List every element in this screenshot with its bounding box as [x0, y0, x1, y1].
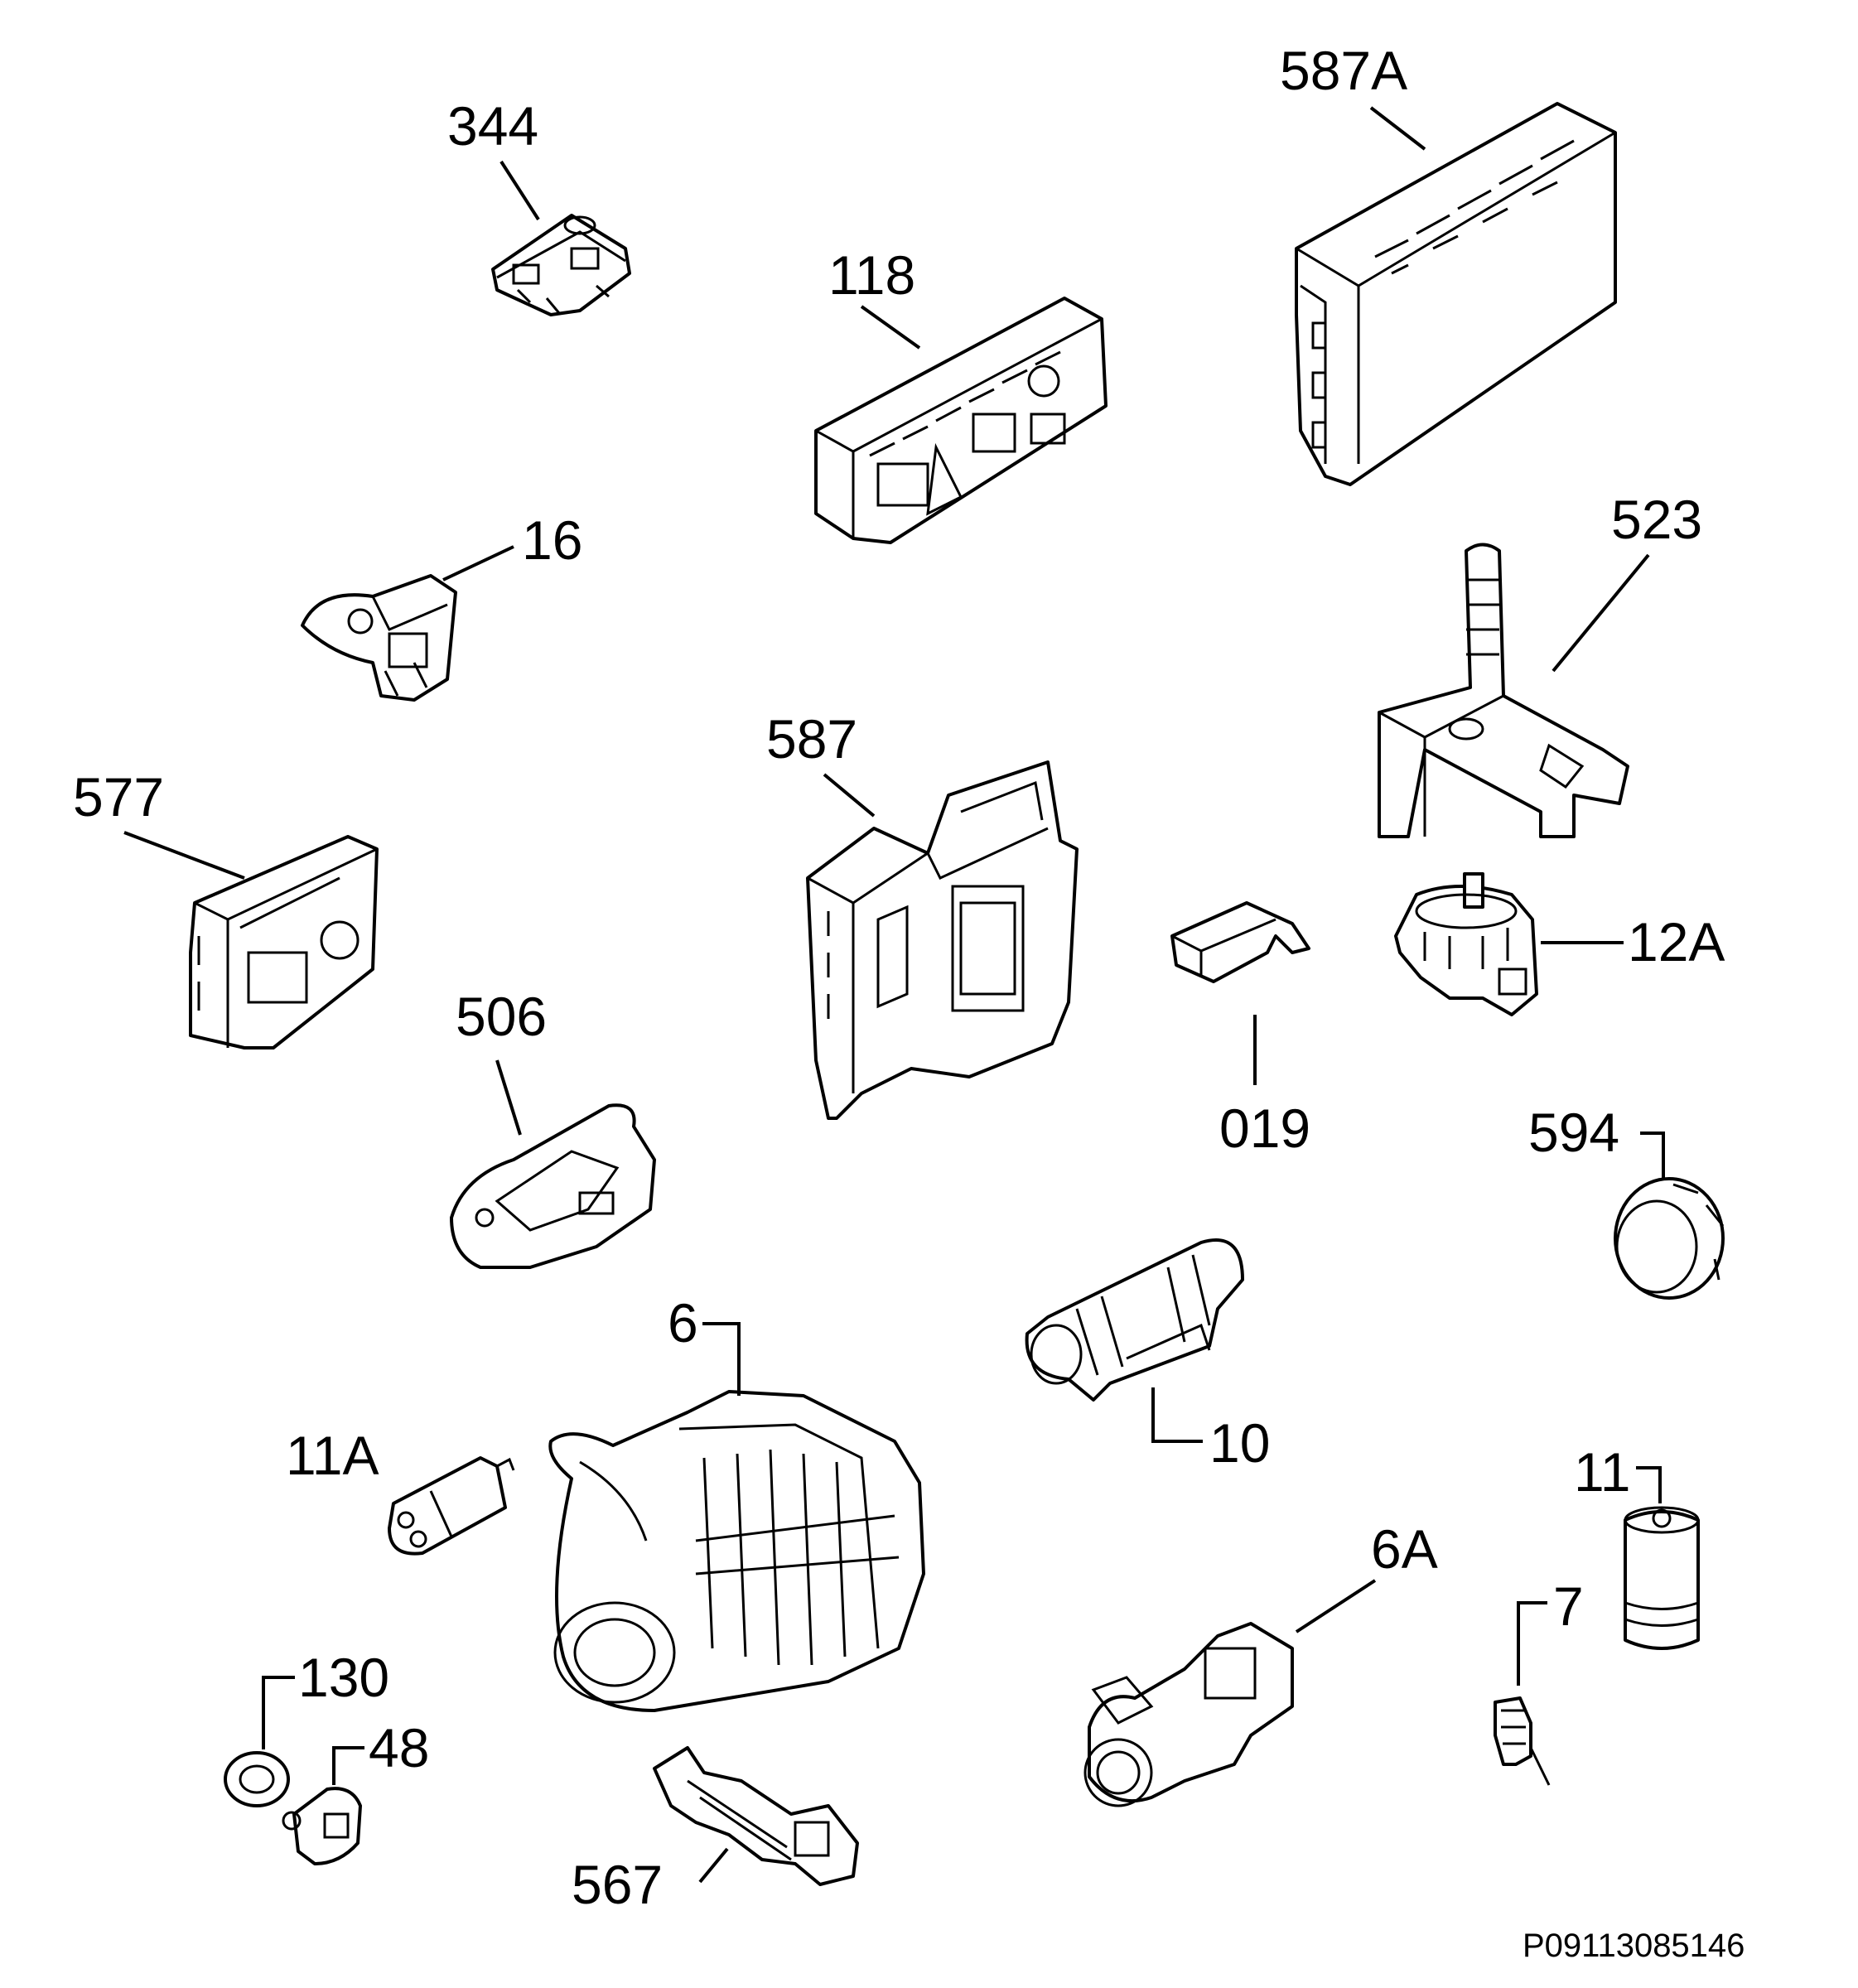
- label-523: 523: [1611, 489, 1702, 550]
- leader-48: [332, 1746, 364, 1785]
- leader-344: [499, 160, 540, 221]
- label-587A: 587A: [1280, 40, 1407, 101]
- leader-594: [1640, 1132, 1665, 1180]
- leader-567: [698, 1847, 729, 1884]
- part-48-plug[interactable]: [282, 1787, 362, 1865]
- label-48: 48: [369, 1717, 429, 1778]
- label-577: 577: [73, 766, 164, 828]
- label-118: 118: [828, 244, 915, 306]
- label-10: 10: [1209, 1412, 1270, 1474]
- label-16: 16: [522, 509, 582, 571]
- leader-10: [1151, 1387, 1203, 1443]
- leader-130: [262, 1676, 295, 1749]
- part-130-gasket[interactable]: [224, 1751, 290, 1807]
- label-11A: 11A: [286, 1425, 379, 1486]
- part-577-relay-module[interactable]: [189, 835, 379, 1049]
- part-587A-electronic-module[interactable]: [1295, 102, 1617, 486]
- label-6A: 6A: [1371, 1518, 1438, 1580]
- part-16-door-lock[interactable]: [301, 574, 457, 702]
- part-12A-pressure-switch[interactable]: [1394, 872, 1538, 1016]
- leader-118: [860, 305, 921, 350]
- label-6: 6: [668, 1292, 698, 1353]
- part-11-capacitor[interactable]: [1624, 1506, 1700, 1650]
- leader-7: [1517, 1601, 1547, 1686]
- part-6-circulation-pump[interactable]: [548, 1390, 925, 1712]
- label-7: 7: [1553, 1575, 1584, 1637]
- leader-6: [702, 1322, 741, 1396]
- leader-16: [442, 545, 514, 581]
- leader-523: [1552, 553, 1650, 673]
- label-12A: 12A: [1628, 911, 1725, 972]
- label-567: 567: [572, 1854, 663, 1915]
- part-10-heater[interactable]: [1025, 1238, 1244, 1402]
- part-344-switch[interactable]: [491, 214, 631, 316]
- label-344: 344: [447, 95, 538, 157]
- part-567-connector[interactable]: [653, 1746, 859, 1886]
- label-11: 11: [1574, 1441, 1631, 1503]
- leader-506: [495, 1059, 522, 1136]
- part-506-bracket[interactable]: [450, 1103, 656, 1269]
- leader-11: [1636, 1466, 1662, 1503]
- document-code: P09113085146: [1523, 1928, 1745, 1964]
- part-6A-drain-pump[interactable]: [1083, 1622, 1294, 1807]
- label-594: 594: [1528, 1102, 1619, 1163]
- part-523-dispenser-assembly[interactable]: [1378, 543, 1629, 838]
- part-594-cap[interactable]: [1614, 1177, 1725, 1300]
- label-587: 587: [766, 708, 857, 770]
- part-11A-capacitor[interactable]: [388, 1456, 515, 1556]
- leader-587A: [1369, 106, 1426, 151]
- label-506: 506: [456, 986, 547, 1047]
- part-7-clip[interactable]: [1494, 1696, 1551, 1786]
- leader-6A: [1295, 1579, 1377, 1633]
- leader-587: [823, 773, 876, 818]
- label-019: 019: [1219, 1098, 1310, 1159]
- label-130: 130: [298, 1647, 389, 1708]
- part-019-sensor[interactable]: [1170, 901, 1310, 983]
- leader-577: [123, 831, 245, 880]
- part-118-control-board[interactable]: [814, 297, 1108, 544]
- part-587-power-module[interactable]: [806, 760, 1079, 1120]
